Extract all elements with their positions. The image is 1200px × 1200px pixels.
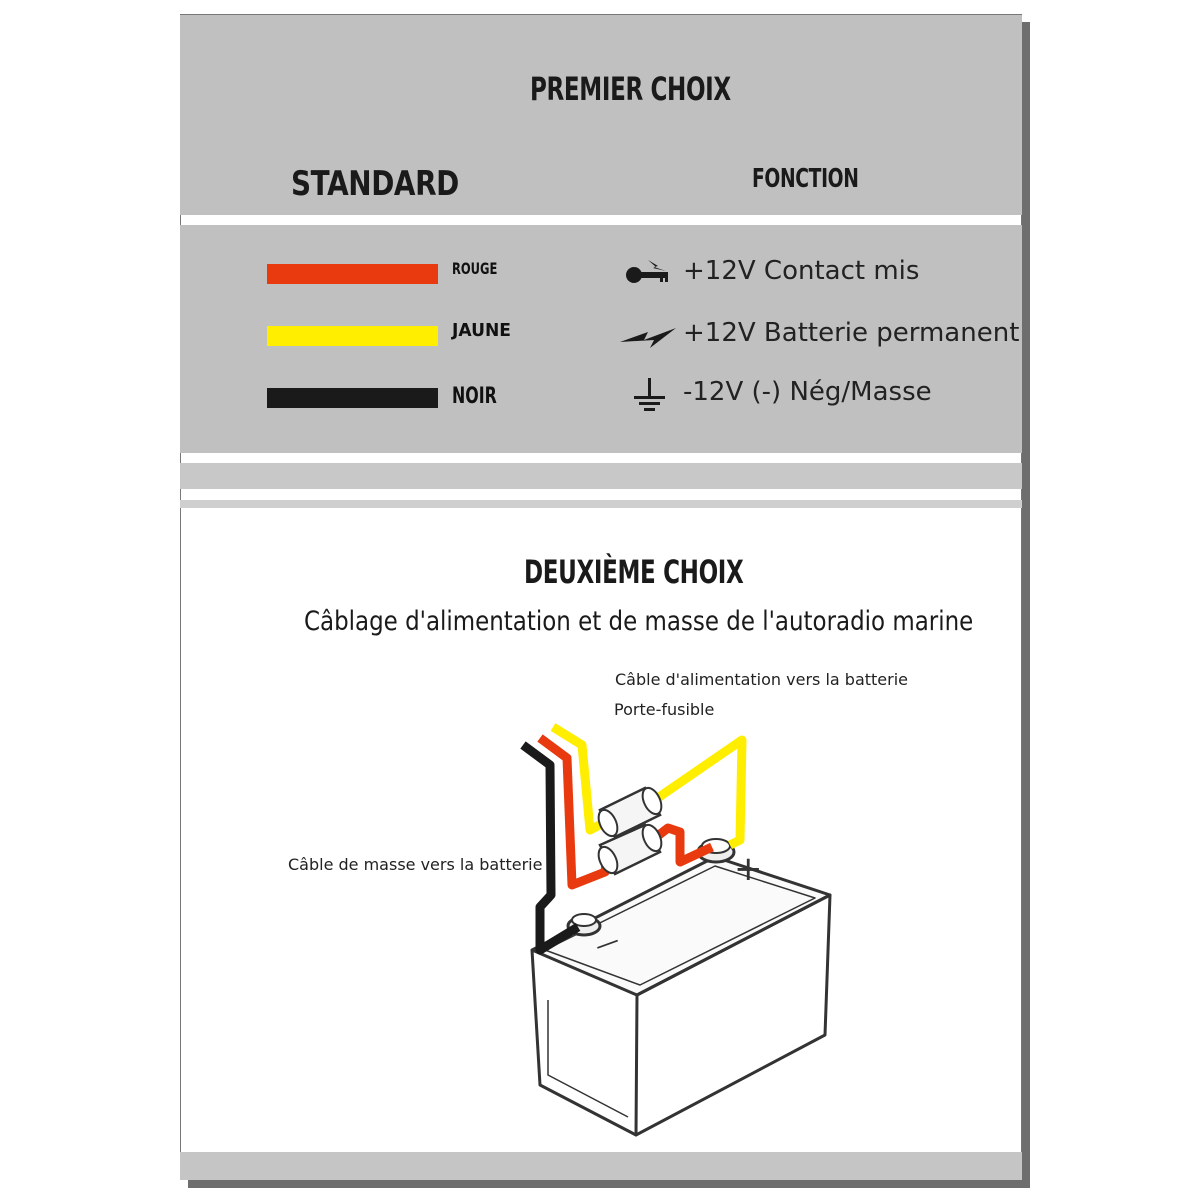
callout-ground-cable: Câble de masse vers la batterie [288,855,543,874]
section2-subtitle: Câblage d'alimentation et de masse de l'… [304,606,974,637]
battery-wiring-diagram: + — [520,723,832,1137]
column-header-standard: STANDARD [291,164,459,204]
wire-swatch-noir [267,388,438,408]
section-divider-line [180,500,1022,508]
lightning-bolt-icon [620,328,676,348]
section2-title: DEUXIÈME CHOIX [524,553,744,591]
wire-swatch-rouge [267,264,438,284]
function-text-noir: -12V (-) Nég/Masse [683,377,932,407]
fuse-holder-yellow [597,786,663,839]
column-header-fonction: FONCTION [752,164,859,194]
callout-fuse-holder: Porte-fusible [614,700,715,719]
ignition-key-icon [626,260,668,283]
wire-label-jaune: JAUNE [452,320,511,341]
yellow-power-wire [550,723,608,835]
section1-title: PREMIER CHOIX [530,70,731,108]
callout-power-cable: Câble d'alimentation vers la batterie [615,670,909,689]
section-divider-bar [180,463,1022,489]
function-text-jaune: +12V Batterie permanent [683,318,1020,348]
red-power-wire-fused [652,823,714,867]
wire-label-noir: NOIR [452,384,497,409]
function-text-rouge: +12V Contact mis [683,256,920,286]
section1-header-panel [180,15,1022,215]
black-ground-wire [520,741,581,955]
fuse-holder-red [597,823,663,876]
wire-swatch-jaune [267,326,438,346]
footer-bar [180,1152,1022,1180]
wire-label-rouge: ROUGE [452,259,498,278]
ground-icon [634,378,665,411]
battery [530,855,832,1137]
positive-symbol: + [734,849,763,889]
